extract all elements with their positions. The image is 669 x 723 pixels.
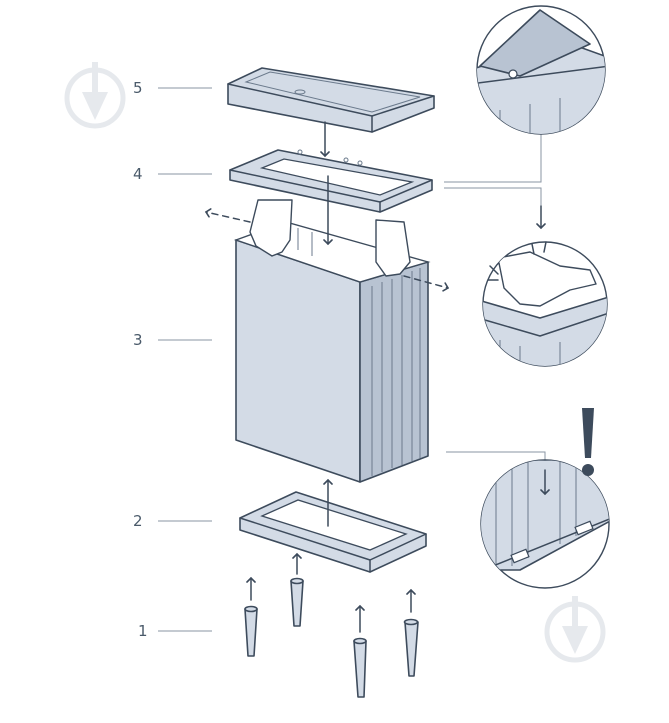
leg-part-1 [290, 577, 304, 627]
callout-connector-1 [444, 134, 542, 183]
leg-part-1 [403, 618, 419, 677]
detail-base-latch [480, 459, 610, 589]
arrow-dashed-left-icon [204, 208, 251, 223]
base-part-2 [239, 491, 427, 573]
exclamation-icon [582, 408, 594, 476]
part-number-2: 2 [133, 512, 143, 530]
callout-connector-2 [444, 187, 542, 224]
press-marks-icon [487, 241, 547, 281]
leg-part-1 [244, 605, 258, 657]
callout-connector-3 [446, 451, 546, 462]
hand-left-illustration [249, 199, 293, 257]
frame-part-4 [229, 149, 433, 213]
part-number-4: 4 [133, 165, 143, 183]
lid-part-5 [227, 67, 435, 133]
arrow-dashed-right-icon [403, 275, 450, 292]
leg-part-1 [353, 637, 367, 698]
watermark-logo-icon [544, 596, 606, 663]
part-number-3: 3 [133, 331, 143, 349]
detail-frame-press [482, 241, 608, 367]
watermark-logo-icon [64, 62, 126, 129]
detail-lid-hinge [476, 5, 606, 135]
part-number-1: 1 [138, 622, 148, 640]
hand-right-illustration [375, 219, 411, 277]
part-number-5: 5 [133, 79, 143, 97]
